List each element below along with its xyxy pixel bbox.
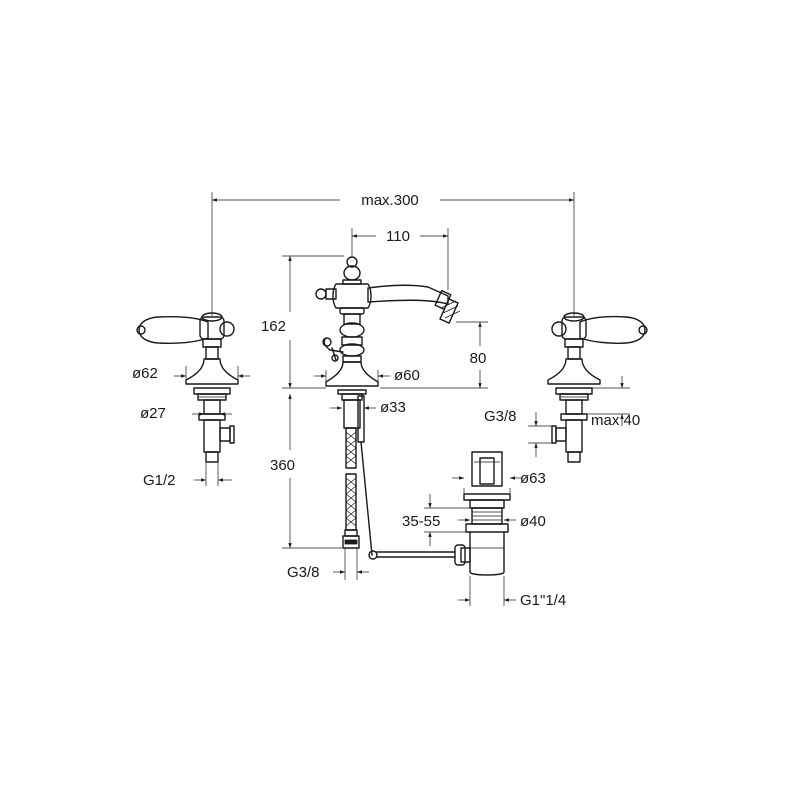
- label-mixer-height: 162: [261, 318, 286, 335]
- dimension-lines: [174, 192, 630, 606]
- dimension-labels: max.300 110 162 80 ø62 ø27 G1/2 ø60 ø33 …: [132, 192, 640, 609]
- label-valve-inlet-thread: G1/2: [143, 472, 176, 489]
- label-valve-outlet-thread: G3/8: [484, 408, 517, 425]
- label-waste-outlet-thread: G1"1/4: [520, 592, 566, 609]
- label-total-width: max.300: [361, 192, 419, 209]
- label-mixer-shank-diameter: ø33: [380, 399, 406, 416]
- label-spout-height: 80: [470, 350, 487, 367]
- label-valve-shank-diameter: ø27: [140, 405, 166, 422]
- central-mixer: [315, 256, 461, 560]
- label-max-deck-thickness: max 40: [591, 412, 640, 429]
- left-valve: [136, 312, 239, 463]
- label-waste-body-diameter: ø40: [520, 513, 546, 530]
- label-mixer-base-diameter: ø60: [394, 367, 420, 384]
- label-hose-thread: G3/8: [287, 564, 320, 581]
- label-spout-reach: 110: [386, 228, 410, 245]
- right-valve: [547, 312, 648, 463]
- label-hose-length: 360: [270, 457, 295, 474]
- pop-up-waste: [454, 451, 511, 576]
- label-waste-top-diameter: ø63: [520, 470, 546, 487]
- label-waste-height-range: 35-55: [402, 513, 440, 530]
- label-valve-rosette-diameter: ø62: [132, 365, 158, 382]
